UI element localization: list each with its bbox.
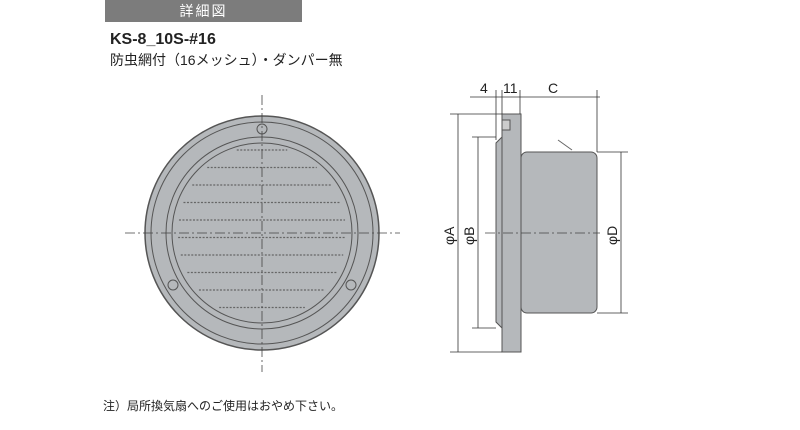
screw-icon <box>167 279 179 291</box>
dim-11: 11 <box>503 80 518 96</box>
model-number: KS-8_10S-#16 <box>110 31 216 48</box>
front-view <box>125 95 400 372</box>
dim-4: 4 <box>480 80 488 96</box>
usage-note: 注）局所換気扇へのご使用はおやめ下さい。 <box>103 399 344 413</box>
product-description: 防虫網付（16メッシュ）・ダンパー無 <box>110 52 343 68</box>
dim-a: φA <box>441 226 457 245</box>
dim-c: C <box>548 80 558 96</box>
dim-b: φB <box>461 227 477 245</box>
screw-icon <box>345 279 357 291</box>
side-view <box>485 113 600 353</box>
dimension-lines <box>450 90 628 353</box>
section-header: 詳細図 <box>105 0 302 22</box>
dim-d: φD <box>604 226 620 245</box>
louver-slats <box>178 149 346 309</box>
